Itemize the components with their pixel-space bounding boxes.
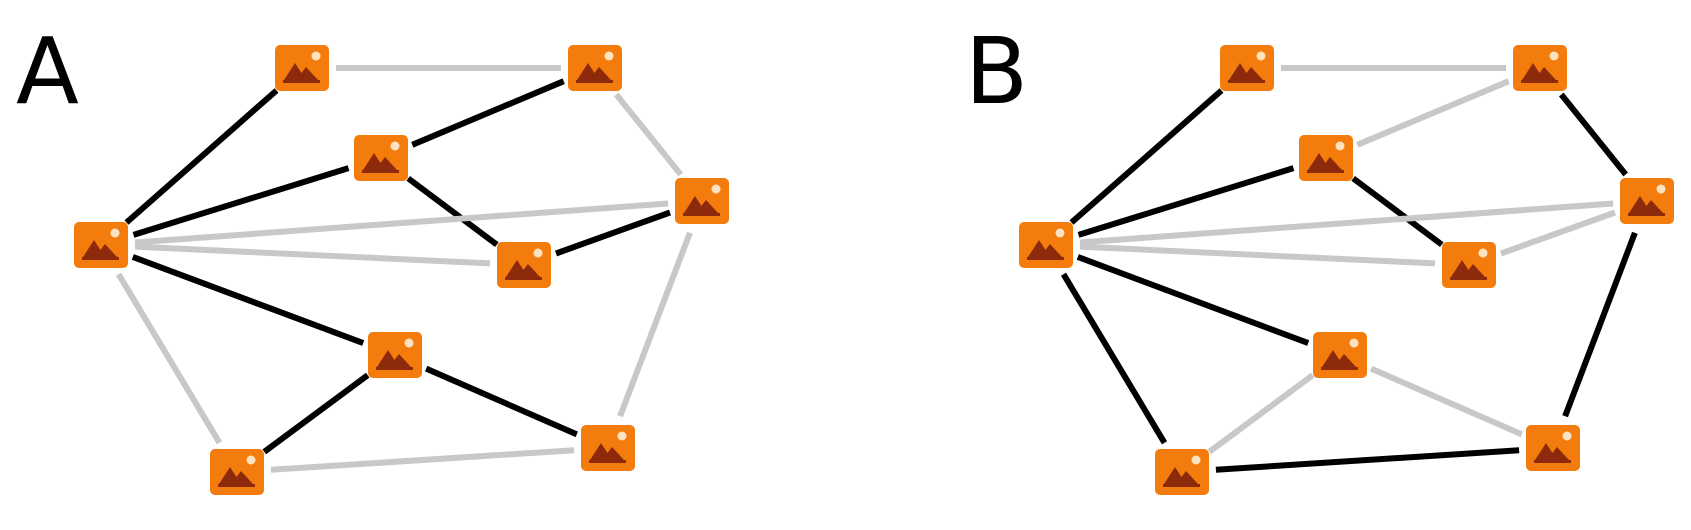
edge-n3-n8-active [1060,272,1168,445]
edge-n3-n5-inactive [134,200,669,246]
image-icon [210,449,264,495]
edge-n3-n1-active [124,88,279,225]
edges [1060,65,1638,473]
edge-n3-n6-inactive [134,243,491,267]
image-icon [581,425,635,471]
edge-n3-n1-active [1069,88,1224,225]
edge-n7-n8-inactive [1207,372,1315,455]
image-icon [1513,45,1567,91]
nodes [74,45,729,495]
edges [115,65,693,473]
edge-n8-n9-inactive [270,447,575,473]
image-icon [1442,242,1496,288]
edge-n4-n6-active [406,175,499,248]
image-icon [275,45,329,91]
panel-a [74,45,729,495]
edge-n3-n7-active [1076,254,1310,346]
edge-n7-n8-active [262,372,370,455]
edge-n4-n6-active [1351,175,1444,248]
panel-b-label: B [965,18,1029,125]
nodes [1019,45,1674,495]
edge-n5-n9-inactive [617,231,693,418]
image-icon [368,332,422,378]
image-icon [1526,425,1580,471]
edge-n3-n8-inactive [115,272,223,445]
edge-n8-n9-active [1215,447,1520,473]
edge-n2-n5-active [1558,92,1629,177]
image-icon [675,178,729,224]
panel-b [1019,45,1674,495]
edge-n4-n2-inactive [1356,78,1510,148]
edge-n6-n5-active [554,209,672,257]
image-icon [1313,332,1367,378]
edge-n7-n9-inactive [1369,365,1524,438]
image-icon [1155,449,1209,495]
edge-n6-n5-inactive [1499,209,1617,257]
edge-n3-n7-active [131,254,365,346]
edge-n7-n9-active [424,365,579,438]
edge-n3-n5-inactive [1079,200,1614,246]
image-icon [74,222,128,268]
image-icon [1019,222,1073,268]
image-icon [568,45,622,91]
image-icon [1620,178,1674,224]
edge-n2-n5-inactive [613,92,684,177]
image-icon [354,135,408,181]
panel-a-label: A [16,18,79,125]
image-icon [1220,45,1274,91]
edge-n3-n4-active [132,165,350,238]
edge-n5-n9-active [1562,231,1638,418]
edge-n3-n4-active [1077,165,1295,238]
edge-n4-n2-active [411,78,565,148]
image-icon [497,242,551,288]
edge-n3-n6-inactive [1079,243,1436,267]
image-icon [1299,135,1353,181]
